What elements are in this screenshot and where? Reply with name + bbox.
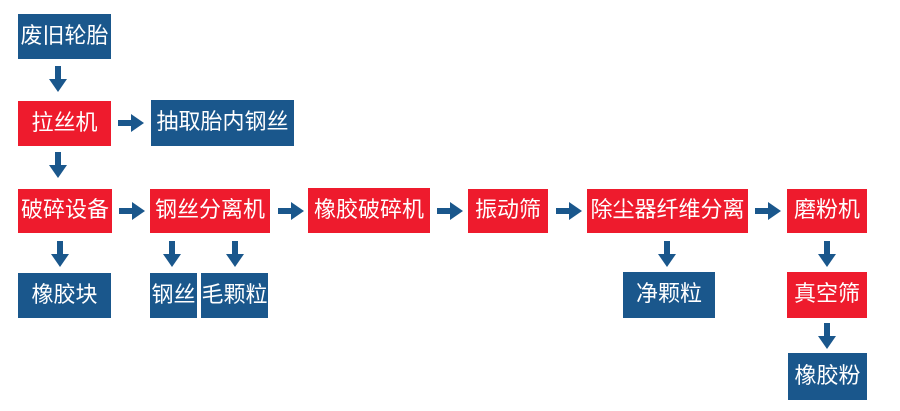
arrow-down-icon	[49, 241, 71, 267]
arrow-down-icon	[656, 241, 678, 267]
node-steel-wire: 钢丝	[150, 273, 197, 318]
node-extract-tire-steel-wire: 抽取胎内钢丝	[151, 100, 294, 146]
node-wire-drawing-machine: 拉丝机	[18, 101, 111, 146]
arrow-right-icon	[755, 201, 781, 221]
node-clean-granules: 净颗粒	[623, 272, 715, 318]
node-vibrating-screen: 振动筛	[468, 189, 548, 233]
node-rubber-powder: 橡胶粉	[788, 353, 867, 400]
arrow-down-icon	[816, 323, 838, 349]
node-crushing-equipment: 破碎设备	[18, 189, 112, 233]
node-rough-granules: 毛颗粒	[201, 273, 268, 318]
node-grinding-machine: 磨粉机	[787, 189, 867, 233]
node-vacuum-screen: 真空筛	[787, 272, 867, 318]
node-steel-wire-separator: 钢丝分离机	[150, 189, 270, 233]
node-waste-tires: 废旧轮胎	[18, 14, 111, 59]
arrow-down-icon	[47, 152, 69, 178]
arrow-right-icon	[118, 113, 144, 133]
arrow-right-icon	[437, 201, 463, 221]
arrow-right-icon	[278, 201, 304, 221]
arrow-down-icon	[161, 241, 183, 267]
arrow-down-icon	[224, 241, 246, 267]
arrow-down-icon	[816, 241, 838, 267]
arrow-right-icon	[119, 201, 145, 221]
node-rubber-crusher: 橡胶破碎机	[308, 188, 430, 233]
arrow-down-icon	[47, 66, 69, 92]
arrow-right-icon	[556, 201, 582, 221]
node-dust-collector-fiber-separation: 除尘器纤维分离	[587, 189, 748, 233]
node-rubber-blocks: 橡胶块	[18, 273, 111, 318]
